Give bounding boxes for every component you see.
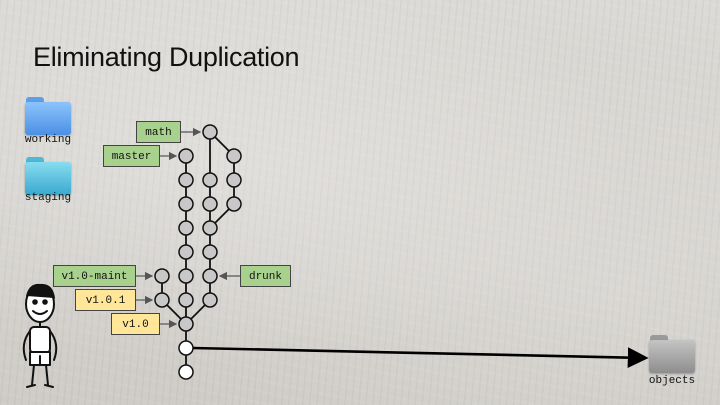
commit-node	[226, 148, 242, 164]
branch-tag-v1-0-maint[interactable]: v1.0-maint	[53, 265, 136, 287]
ref-arrows	[136, 127, 240, 329]
commit-edges	[161, 131, 235, 372]
slide-title: Eliminating Duplication	[33, 42, 300, 72]
commit-node	[226, 172, 242, 188]
commit-node	[202, 124, 218, 140]
staging-label: staging	[24, 192, 72, 204]
commit-node	[154, 292, 170, 308]
objects-folder-icon[interactable]	[649, 335, 695, 373]
commit-node	[178, 220, 194, 236]
staging-folder-icon[interactable]	[25, 157, 71, 195]
commit-node	[178, 148, 194, 164]
commit-node	[202, 220, 218, 236]
commit-node	[202, 196, 218, 212]
commit-node	[226, 196, 242, 212]
version-tag-v1-0[interactable]: v1.0	[111, 313, 160, 335]
new-commit-node	[178, 364, 194, 380]
commit-node	[178, 292, 194, 308]
commits	[154, 124, 242, 380]
objects-label: objects	[648, 375, 696, 387]
stick-figure-illustration	[22, 283, 58, 388]
commit-node	[202, 292, 218, 308]
new-commit-node	[178, 340, 194, 356]
commit-node	[178, 316, 194, 332]
commit-node	[202, 172, 218, 188]
branch-tag-master[interactable]: master	[103, 145, 160, 167]
commit-node	[202, 268, 218, 284]
commit-node	[178, 172, 194, 188]
commit-node	[178, 244, 194, 260]
commit-node	[178, 268, 194, 284]
commit-node	[178, 196, 194, 212]
version-tag-v1-0-1[interactable]: v1.0.1	[75, 289, 136, 311]
branch-tag-math[interactable]: math	[136, 121, 181, 143]
working-folder-icon[interactable]	[25, 97, 71, 135]
branch-tag-drunk[interactable]: drunk	[240, 265, 291, 287]
working-label: working	[24, 134, 72, 146]
objects-arrow	[192, 346, 649, 368]
commit-node	[154, 268, 170, 284]
commit-node	[202, 244, 218, 260]
